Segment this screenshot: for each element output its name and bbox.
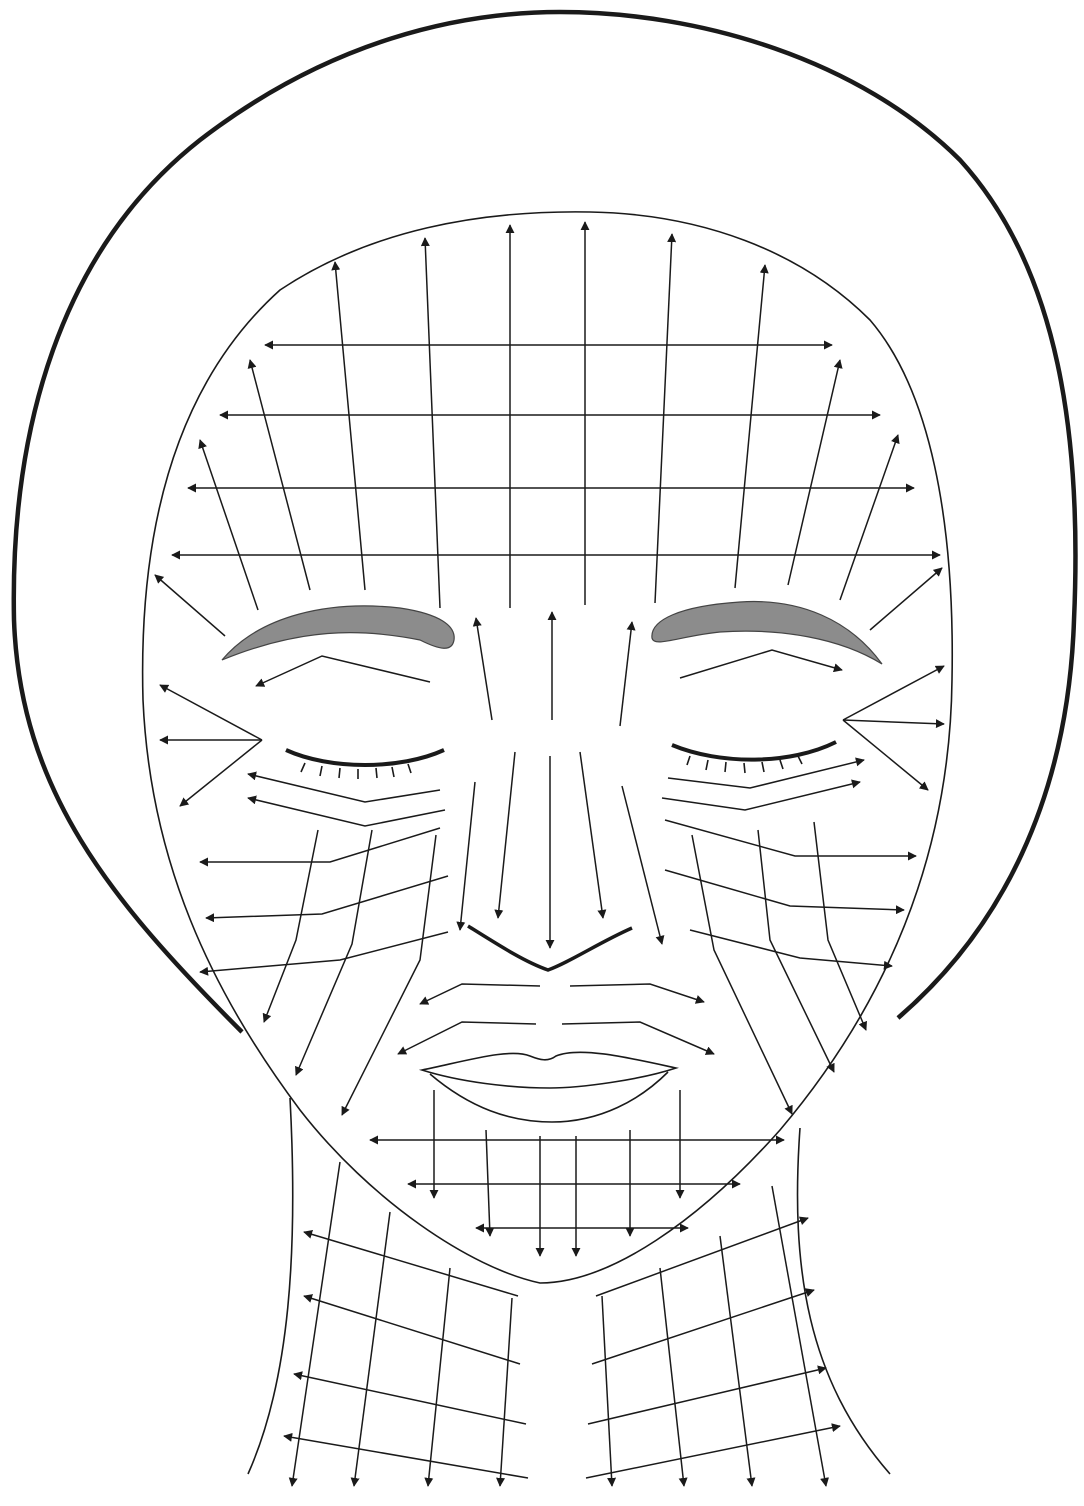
- direction-arrow: [570, 984, 704, 1002]
- direction-arrow: [586, 1426, 840, 1478]
- direction-arrow: [160, 685, 262, 740]
- upper-lip: [422, 1052, 676, 1088]
- direction-arrow: [284, 1436, 528, 1478]
- direction-arrow: [680, 650, 842, 678]
- direction-arrow: [668, 760, 864, 788]
- massage-direction-arrows: [155, 222, 944, 1486]
- direction-arrow: [588, 1368, 826, 1424]
- direction-arrow: [460, 782, 475, 930]
- direction-arrow: [843, 720, 928, 790]
- direction-arrow: [665, 820, 916, 856]
- direction-arrow: [870, 568, 942, 630]
- direction-arrow: [840, 435, 898, 600]
- direction-arrow: [592, 1290, 814, 1364]
- direction-arrow: [814, 822, 866, 1030]
- direction-arrow: [476, 618, 492, 720]
- direction-arrow: [692, 835, 792, 1114]
- direction-arrow: [788, 360, 840, 585]
- direction-arrow: [264, 830, 318, 1022]
- direction-arrow: [248, 798, 445, 826]
- direction-arrow: [155, 575, 225, 636]
- direction-arrow: [294, 1374, 526, 1424]
- direction-arrow: [200, 932, 448, 972]
- direction-arrow: [420, 984, 540, 1004]
- left-eyebrow: [222, 606, 454, 660]
- direction-arrow: [665, 870, 904, 910]
- neck-right-outline: [797, 1128, 890, 1474]
- direction-arrow: [180, 740, 262, 806]
- direction-arrow: [428, 1268, 450, 1486]
- direction-arrow: [622, 786, 662, 944]
- direction-arrow: [425, 238, 440, 608]
- direction-arrow: [256, 656, 430, 686]
- direction-arrow: [690, 930, 892, 966]
- direction-arrow: [292, 1162, 340, 1486]
- direction-arrow: [843, 720, 944, 724]
- direction-arrow: [662, 782, 860, 810]
- direction-arrow: [562, 1022, 714, 1054]
- direction-arrow: [296, 830, 372, 1075]
- direction-arrow: [660, 1268, 684, 1486]
- direction-arrow: [398, 1022, 536, 1054]
- neck-left-outline: [248, 1098, 293, 1474]
- direction-arrow: [335, 262, 365, 590]
- direction-arrow: [843, 666, 944, 720]
- direction-arrow: [720, 1236, 752, 1486]
- direction-arrow: [304, 1296, 520, 1364]
- right-eyebrow: [652, 602, 882, 664]
- direction-arrow: [200, 828, 440, 862]
- direction-arrow: [486, 1130, 490, 1236]
- left-eye: [286, 750, 444, 765]
- direction-arrow: [498, 752, 515, 918]
- direction-arrow: [655, 234, 672, 603]
- direction-arrow: [248, 774, 440, 802]
- direction-arrow: [602, 1296, 612, 1486]
- direction-arrow: [200, 440, 258, 610]
- direction-arrow: [580, 752, 603, 918]
- hair-outline: [14, 12, 1076, 1032]
- direction-arrow: [758, 830, 834, 1072]
- direction-arrow: [735, 265, 765, 588]
- direction-arrow: [342, 835, 436, 1115]
- direction-arrow: [620, 622, 632, 726]
- right-eye: [672, 742, 836, 760]
- direction-arrow: [206, 876, 448, 918]
- direction-arrow: [500, 1298, 512, 1486]
